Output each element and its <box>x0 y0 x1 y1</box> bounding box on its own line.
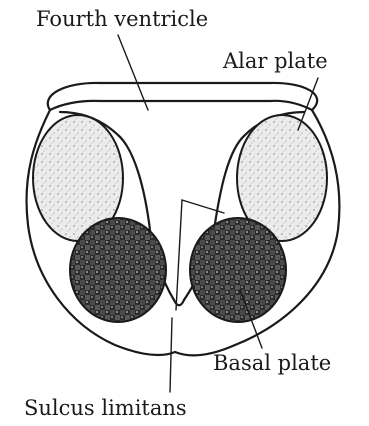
basal-plate-left <box>70 218 166 322</box>
leader-fourth-ventricle <box>118 35 148 110</box>
roof-plate <box>48 83 317 110</box>
leader-sulcus-limitans-c <box>170 318 172 392</box>
sulcus-floor <box>174 300 184 305</box>
leader-sulcus-limitans-a <box>176 200 182 310</box>
label-sulcus-limitans: Sulcus limitans <box>24 396 187 420</box>
label-alar-plate: Alar plate <box>222 49 328 73</box>
label-basal-plate: Basal plate <box>213 351 331 375</box>
label-fourth-ventricle: Fourth ventricle <box>36 7 208 31</box>
basal-plate-right <box>190 218 286 322</box>
